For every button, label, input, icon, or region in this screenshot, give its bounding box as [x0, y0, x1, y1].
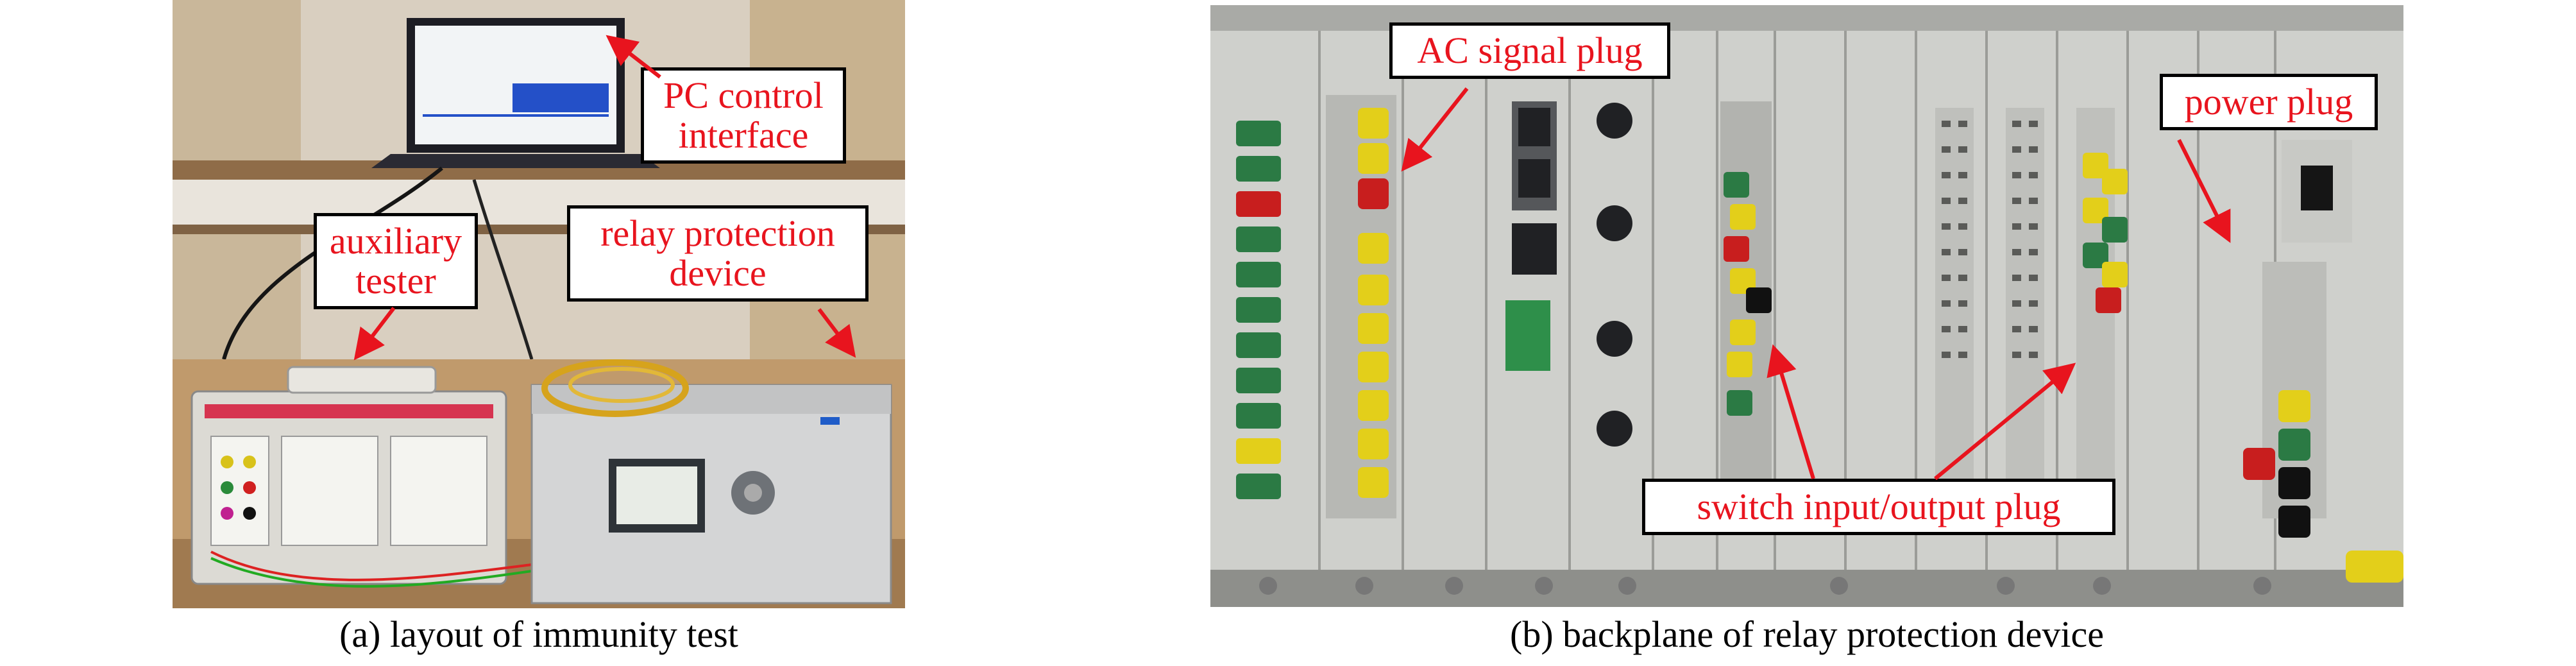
arrow-to-pc — [606, 35, 661, 79]
power-plug-label: power plug — [2160, 74, 2378, 130]
pc-label-line1: PC control — [663, 74, 824, 116]
auxiliary-tester-label: auxiliary tester — [314, 213, 478, 309]
panel-b-arrows — [1401, 87, 2231, 481]
aux-label-line1: auxiliary — [329, 220, 462, 262]
photo-backplane: AC signal plug power plug switch input/o… — [1210, 5, 2403, 607]
aux-label-line2: tester — [355, 260, 436, 302]
photo-immunity-test-layout: PC control interface auxiliary tester re… — [173, 0, 905, 608]
arrow-to-switch-left — [1767, 344, 1815, 479]
relay-label-line1: relay protection — [600, 212, 835, 254]
arrow-to-aux — [353, 307, 396, 361]
panel-a-arrows — [353, 35, 856, 361]
arrow-to-power-plug — [2177, 139, 2231, 243]
arrow-to-switch-right — [1934, 363, 2076, 481]
pc-control-interface-label: PC control interface — [641, 67, 846, 164]
pc-label-line2: interface — [678, 114, 809, 156]
caption-b: (b) backplane of relay protection device — [1510, 613, 2104, 655]
arrow-to-relay — [817, 308, 856, 358]
switch-io-plug-label: switch input/output plug — [1642, 479, 2115, 535]
caption-a: (a) layout of immunity test — [339, 613, 738, 655]
relay-label-line2: device — [669, 252, 767, 294]
photo-a-drawing — [173, 0, 905, 608]
relay-protection-device-label: relay protection device — [567, 205, 869, 302]
arrow-to-ac-plug — [1401, 87, 1469, 172]
ac-signal-plug-label: AC signal plug — [1389, 22, 1670, 79]
